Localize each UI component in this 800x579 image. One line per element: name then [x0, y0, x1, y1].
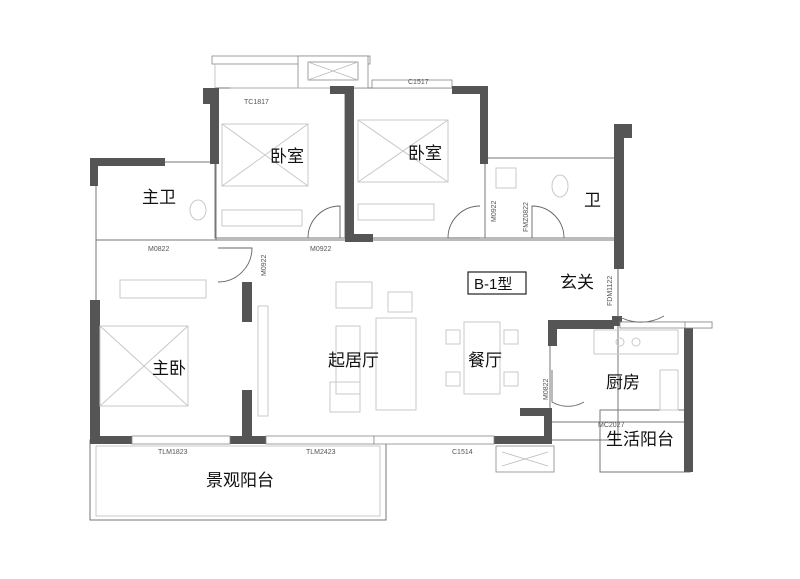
room-label-entrance: 玄关	[560, 273, 594, 293]
code-fdm1122: FDM1122	[607, 276, 614, 306]
structural-walls	[90, 86, 693, 472]
bedroom-balcony-window	[211, 55, 453, 89]
room-label-master-bath: 主卫	[142, 188, 176, 208]
code-c1517: C1517	[408, 79, 429, 86]
code-c1514: C1514	[452, 449, 473, 456]
plan-type-label: B-1型	[474, 276, 512, 293]
room-label-kitchen: 厨房	[606, 373, 640, 393]
code-m0922-c: M0922	[491, 200, 498, 222]
room-label-view-balcony: 景观阳台	[206, 471, 274, 491]
room-label-bath: 卫	[584, 191, 601, 211]
room-label-living-room: 起居厅	[328, 351, 379, 371]
room-label-bedroom-a: 卧室	[270, 147, 304, 167]
plan-type-box	[467, 271, 527, 295]
code-m0822-b: M0822	[543, 378, 550, 400]
code-fmz0822: FMZ0822	[523, 202, 530, 232]
furniture	[99, 119, 679, 417]
room-label-service-balcony: 生活阳台	[606, 430, 674, 450]
code-m0922-b: M0922	[261, 254, 268, 276]
room-label-bedroom-b: 卧室	[408, 144, 442, 164]
code-tc1817: TC1817	[244, 99, 269, 106]
code-tlm2423: TLM2423	[306, 449, 336, 456]
doors	[217, 205, 665, 407]
code-tlm1823: TLM1823	[158, 449, 188, 456]
room-label-master-bedroom: 主卧	[152, 359, 186, 379]
bottom-windows	[131, 321, 713, 473]
code-m0922-a: M0922	[310, 246, 332, 253]
room-label-dining-room: 餐厅	[468, 351, 502, 371]
code-m0822-a: M0822	[148, 246, 170, 253]
code-mc2027: MC2027	[598, 422, 625, 429]
